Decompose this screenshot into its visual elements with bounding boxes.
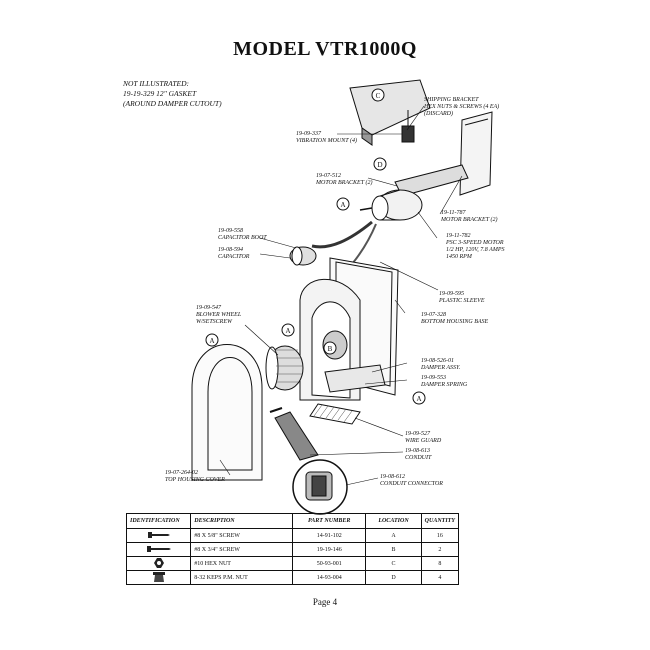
row-part-number: 50-93-001 xyxy=(292,556,367,571)
table-row: #8 x 5/8" SCREW 14-91-102 A 16 xyxy=(125,528,460,543)
note-line-3: (AROUND DAMPER CUTOUT) xyxy=(123,99,222,108)
note-line-2: 19-19-329 12" GASKET xyxy=(123,89,197,98)
row-location: C xyxy=(365,556,422,571)
row-description: #10 HEX NUT xyxy=(190,556,294,571)
shipping-bracket xyxy=(459,111,493,196)
label-vibration-mount: 19-09-337 VIBRATION MOUNT (4) xyxy=(296,131,357,144)
callout-a-base: A xyxy=(416,395,421,403)
col-identification: IDENTIFICATION xyxy=(125,513,192,529)
row-part-number: 14-91-102 xyxy=(292,528,367,543)
label-conduit-connector: 19-08-612 CONDUIT CONNECTOR xyxy=(380,474,443,487)
row-location: D xyxy=(365,570,422,585)
table-header-row: IDENTIFICATION DESCRIPTION PART NUMBER L… xyxy=(125,513,460,529)
callout-d: D xyxy=(377,161,382,169)
table-row: #8 x 3/4" SCREW 19-19-146 B 2 xyxy=(125,542,460,557)
label-capacitor: 19-08-594 CAPACITOR xyxy=(218,247,250,260)
upper-mount-plate xyxy=(349,79,431,136)
screw-icon xyxy=(125,528,192,543)
row-quantity: 4 xyxy=(420,570,460,585)
damper xyxy=(324,364,386,393)
hex-nut-icon xyxy=(125,556,192,571)
page-title: MODEL VTR1000Q xyxy=(233,38,417,60)
not-illustrated-note: NOT ILLUSTRATED: 19-19-329 12" GASKET (A… xyxy=(123,79,222,109)
note-line-1: NOT ILLUSTRATED: xyxy=(123,79,190,88)
label-blower-wheel: 19-09-547 BLOWER WHEEL W/SETSCREW xyxy=(196,305,242,325)
label-motor-bracket-2: 19-11-787 MOTOR BRACKET (2) xyxy=(441,210,498,223)
row-description: #8 x 5/8" SCREW xyxy=(190,528,294,543)
label-shipping-bracket: SHIPPING BRACKET HEX NUTS & SCREWS (4 EA… xyxy=(424,97,500,117)
row-description: #8 x 3/4" SCREW xyxy=(190,542,294,557)
row-part-number: 19-19-146 xyxy=(292,542,367,557)
page-number: Page 4 xyxy=(312,597,338,607)
row-quantity: 2 xyxy=(420,542,460,557)
label-top-housing-cover: 19-07-264-02 TOP HOUSING COVER xyxy=(165,470,225,483)
label-motor: 19-11-782 PSC 3-SPEED MOTOR 1/2 HP, 120V… xyxy=(446,233,505,260)
table-row: #10 HEX NUT 50-93-001 C 8 xyxy=(125,556,460,571)
callout-a-cover: A xyxy=(209,337,214,345)
label-plastic-sleeve: 19-09-595 PLASTIC SLEEVE xyxy=(439,291,485,304)
col-description: DESCRIPTION xyxy=(190,513,294,529)
screw-icon xyxy=(125,542,192,557)
row-part-number: 14-93-004 xyxy=(292,570,367,585)
col-location: LOCATION xyxy=(365,513,422,529)
label-motor-bracket-1: 19-07-512 MOTOR BRACKET (2) xyxy=(316,173,373,186)
wire-harness xyxy=(311,220,373,249)
row-location: A xyxy=(365,528,422,543)
callout-b: B xyxy=(328,345,333,353)
row-quantity: 16 xyxy=(420,528,460,543)
label-damper-assy: 19-08-526-01 DAMPER ASSY. xyxy=(421,358,461,371)
callout-a-housing: A xyxy=(285,327,290,335)
row-description: 8-32 KEPS P.M. NUT xyxy=(190,570,294,585)
table-row: 8-32 KEPS P.M. NUT 14-93-004 D 4 xyxy=(125,570,460,585)
col-quantity: QUANTITY xyxy=(420,513,460,529)
row-quantity: 8 xyxy=(420,556,460,571)
callout-c: C xyxy=(376,92,381,100)
conduit-shape xyxy=(274,411,319,461)
label-damper-spring: 19-09-553 DAMPER SPRING xyxy=(421,375,468,388)
keps-nut-icon xyxy=(125,570,192,585)
row-location: B xyxy=(365,542,422,557)
callout-a-motor: A xyxy=(340,201,345,209)
label-conduit: 19-08-613 CONDUIT xyxy=(405,448,432,461)
label-capacitor-boot: 19-09-558 CAPACITOR BOOT xyxy=(218,228,267,241)
col-part-number: PART NUMBER xyxy=(292,513,367,529)
hardware-table: IDENTIFICATION DESCRIPTION PART NUMBER L… xyxy=(125,513,460,585)
wire-guard-shape xyxy=(309,403,361,425)
label-bottom-housing-base: 19-07-328 BOTTOM HOUSING BASE xyxy=(421,312,489,325)
label-wire-guard: 19-09-527 WIRE GUARD xyxy=(405,431,442,444)
